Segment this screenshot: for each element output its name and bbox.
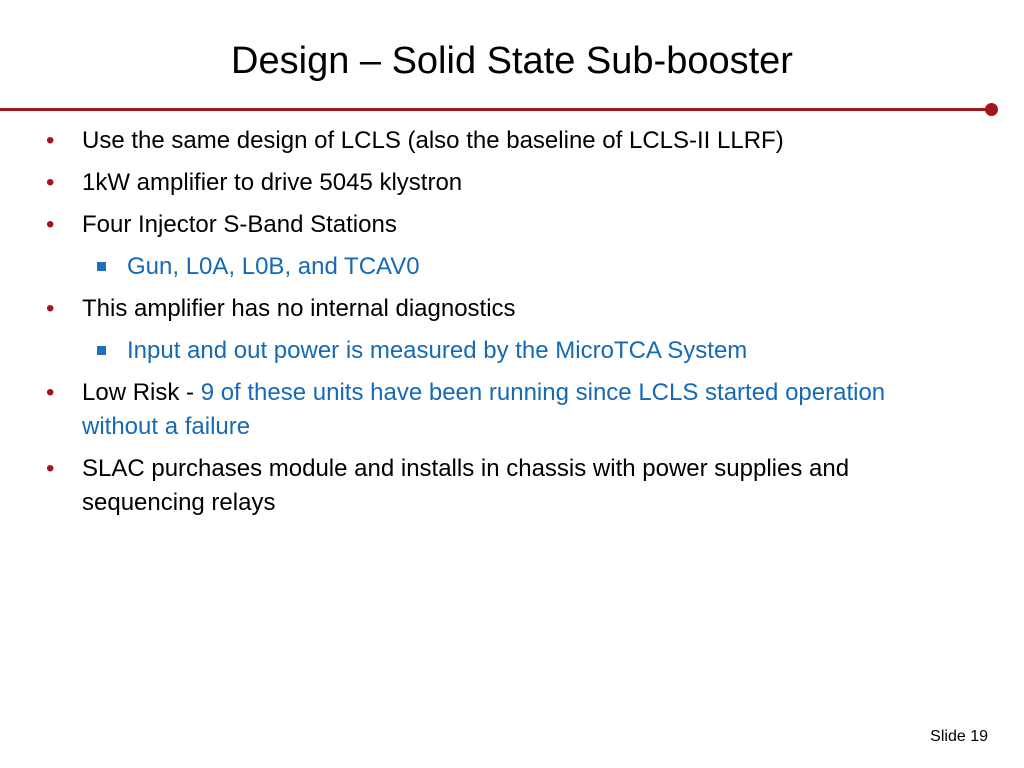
sub-bullet-item: Input and out power is measured by the M… — [0, 334, 1024, 368]
bullet-text: 1kW amplifier to drive 5045 klystron — [82, 169, 463, 196]
round-bullet-icon: • — [46, 455, 55, 482]
bullet-text: Four Injector S-Band Stations — [82, 211, 397, 238]
bullet-item: • SLAC purchases module and installs in … — [0, 452, 1024, 520]
slide-number: Slide 19 — [930, 728, 988, 745]
title-divider — [0, 108, 988, 111]
bullet-item: • Use the same design of LCLS (also the … — [0, 124, 1024, 158]
square-bullet-icon — [97, 346, 106, 355]
square-bullet-icon — [97, 262, 106, 271]
sub-bullet-item: Gun, L0A, L0B, and TCAV0 — [0, 250, 1024, 284]
bullet-list: • Use the same design of LCLS (also the … — [0, 124, 1024, 528]
title-divider-end-dot — [985, 103, 998, 116]
bullet-text: SLAC purchases module and installs in ch… — [82, 455, 850, 516]
bullet-text: Use the same design of LCLS (also the ba… — [82, 127, 784, 154]
slide-title: Design – Solid State Sub-booster — [231, 40, 793, 82]
bullet-item: • Four Injector S-Band Stations — [0, 208, 1024, 242]
round-bullet-icon: • — [46, 127, 55, 154]
round-bullet-icon: • — [46, 379, 55, 406]
round-bullet-icon: • — [46, 211, 55, 238]
bullet-item: • 1kW amplifier to drive 5045 klystron — [0, 166, 1024, 200]
bullet-item: • Low Risk - 9 of these units have been … — [0, 376, 1024, 444]
round-bullet-icon: • — [46, 169, 55, 196]
sub-bullet-text: Input and out power is measured by the M… — [127, 337, 748, 364]
bullet-item: • This amplifier has no internal diagnos… — [0, 292, 1024, 326]
bullet-text-highlight: 9 of these units have been running since… — [82, 379, 886, 440]
bullet-text-prefix: Low Risk - — [82, 379, 201, 406]
round-bullet-icon: • — [46, 295, 55, 322]
bullet-text: This amplifier has no internal diagnosti… — [82, 295, 516, 322]
sub-bullet-text: Gun, L0A, L0B, and TCAV0 — [127, 253, 420, 280]
